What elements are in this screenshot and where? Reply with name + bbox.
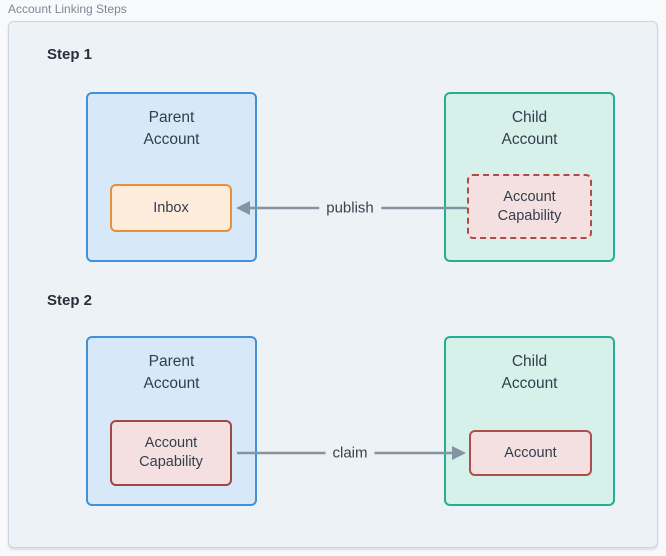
step1-child-title-line1: Child — [511, 109, 548, 126]
step1-capability-label-line2: Capability — [497, 207, 562, 224]
step2-parent-title-line2: Account — [143, 375, 200, 392]
step1-inbox-node: Inbox — [110, 184, 232, 232]
publish-edge-label: publish — [319, 199, 381, 217]
step2-child-account-box: Child Account — [444, 336, 615, 506]
panel-title: Account Linking Steps — [8, 2, 127, 16]
step1-inbox-label: Inbox — [153, 199, 189, 216]
step2-parent-account-title: Parent Account — [88, 351, 255, 395]
step1-child-account-title: Child Account — [446, 107, 613, 151]
step1-heading: Step 1 — [47, 46, 93, 63]
step2-child-title-line1: Child — [511, 353, 548, 370]
step1-parent-title-line2: Account — [143, 131, 200, 148]
claim-edge-label: claim — [325, 444, 375, 462]
step2-child-account-title: Child Account — [446, 351, 613, 395]
step1-parent-account-title: Parent Account — [88, 107, 255, 151]
step2-capability-label-line2: Capability — [139, 454, 203, 470]
step1-capability-label-line1: Account — [503, 188, 556, 205]
step1-parent-title-line1: Parent — [148, 109, 195, 126]
step2-child-title-line2: Account — [501, 375, 558, 392]
step2-heading: Step 2 — [47, 292, 93, 309]
step1-child-title-line2: Account — [501, 131, 558, 148]
step2-account-label: Account — [504, 444, 557, 461]
step2-capability-label-line1: Account — [144, 435, 198, 451]
step1-account-capability-node: Account Capability — [467, 174, 592, 239]
step2-account-capability-node: Account Capability — [110, 420, 232, 486]
step2-parent-title-line1: Parent — [148, 353, 195, 370]
step1-parent-account-box: Parent Account — [86, 92, 257, 262]
step2-account-node: Account — [469, 430, 592, 476]
